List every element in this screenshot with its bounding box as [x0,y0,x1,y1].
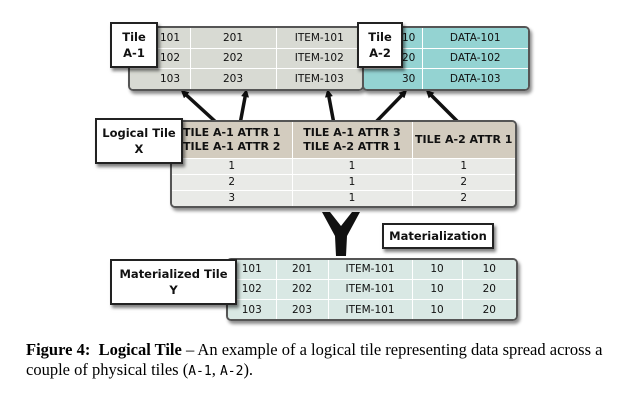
tile-a1-label: Tile A-1 [110,22,158,68]
materialized-tile-label-line2: Y [169,283,178,297]
arrow-attr1-to-a1 [180,89,220,126]
tile-a1-cell: 203 [190,68,277,89]
tile-a2-cell: DATA-101 [422,28,528,49]
logical-cell: 2 [460,192,468,205]
logical-header-col1: TILE A-1 ATTR 1 TILE A-1 ATTR 2 [172,122,293,159]
tile-a2-cell: DATA-102 [422,48,528,70]
tile-a1-cell: ITEM-102 [276,48,362,70]
header-text: TILE A-1 ATTR 3 [303,125,401,139]
logical-tile-label-line2: X [134,142,144,156]
figure-caption: Figure 4: Logical Tile – An example of a… [26,340,616,382]
caption-title: Logical Tile [98,340,182,359]
materialized-tile-label: Materialized Tile Y [110,259,237,305]
header-text: TILE A-2 ATTR 1 [415,132,513,146]
materialized-cell: 10 [412,299,463,319]
caption-end: ). [243,360,254,379]
materialized-cell: 103 [228,299,277,319]
materialized-cell: 203 [276,299,329,319]
caption-code-a1: A-1 [188,364,212,379]
tile-a2-label: Tile A-2 [357,22,403,68]
materialized-tile-table: 101 201 ITEM-101 10 10 102 202 ITEM-101 … [226,258,518,321]
materialized-cell: ITEM-101 [328,299,413,319]
arrow-attr2-to-a1 [238,89,250,125]
caption-code-a2: A-2 [219,364,244,379]
materialized-cell: 10 [412,279,463,301]
logical-cell: 2 [172,174,293,191]
header-text: TILE A-1 ATTR 1 [183,125,281,139]
tile-a1-label-line1: Tile [122,30,146,44]
logical-tile-label-line1: Logical Tile [102,126,176,140]
materialized-cell: 10 [412,260,463,280]
tile-a1-table: 101 201 ITEM-101 102 202 ITEM-102 103 20… [128,26,364,91]
tile-a2-label-line1: Tile [368,30,392,44]
header-text: TILE A-1 ATTR 2 [183,139,281,153]
logical-cell: 1 [292,190,413,206]
arrow-attr5-to-a2 [425,89,462,126]
tile-a1-label-line2: A-1 [123,46,145,60]
logical-cell: 1 [292,158,413,175]
materialized-cell: ITEM-101 [328,260,413,280]
materialization-label-text: Materialization [389,229,487,243]
header-text: TILE A-2 ATTR 1 [303,139,401,153]
materialized-cell: 201 [276,260,329,280]
tile-a1-cell: 202 [190,48,277,70]
tile-a1-cell: ITEM-103 [294,73,344,86]
logical-tile-table: TILE A-1 ATTR 1 TILE A-1 ATTR 2 TILE A-1… [170,120,517,208]
tile-a2-cell: DATA-103 [449,73,501,86]
tile-a1-cell: ITEM-101 [276,28,362,49]
materialized-tile-label-line1: Materialized Tile [119,267,228,281]
caption-body: – An example of a logical tile represent… [26,340,603,379]
logical-header-col3: TILE A-2 ATTR 1 [412,122,515,159]
materialized-cell: 10 [462,260,516,280]
materialized-cell: 20 [482,303,496,316]
materialization-label: Materialization [382,223,494,249]
materialization-arrow [322,212,360,256]
tile-a1-cell: 201 [190,28,277,49]
tile-a2-table: 10 DATA-101 20 DATA-102 30 DATA-103 [362,26,530,91]
materialized-cell: 102 [228,279,277,301]
arrow-attr4-to-a2 [372,89,408,126]
materialized-cell: ITEM-101 [328,279,413,301]
logical-cell: 3 [172,190,293,206]
logical-cell: 1 [172,158,293,175]
tile-a1-cell: 103 [130,68,191,89]
arrow-attr3-to-a1 [324,89,336,125]
logical-cell: 2 [412,174,515,191]
materialized-cell: 101 [228,260,277,280]
tile-a2-label-line2: A-2 [369,46,391,60]
caption-sep: , [211,360,220,379]
logical-header-col2: TILE A-1 ATTR 3 TILE A-2 ATTR 1 [292,122,413,159]
materialized-cell: 20 [462,279,516,301]
logical-cell: 1 [412,158,515,175]
logical-tile-label: Logical Tile X [95,118,183,164]
logical-cell: 1 [292,174,413,191]
caption-prefix: Figure 4: [26,340,91,359]
materialized-cell: 202 [276,279,329,301]
tile-a2-cell: 30 [364,68,423,89]
